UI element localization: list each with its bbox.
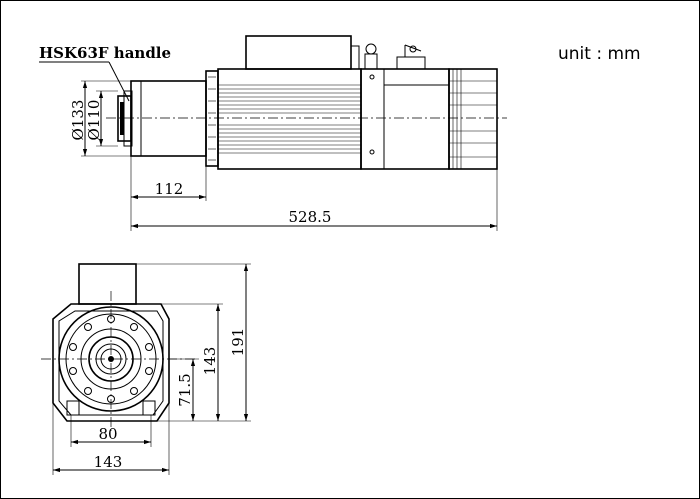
cable-gland-icon [365, 43, 377, 55]
unit-label: unit : mm [558, 44, 641, 64]
dim-base-width: 80 [98, 425, 117, 443]
cooling-fins [218, 84, 361, 154]
dim-height-total: 191 [229, 328, 247, 357]
side-view: HSK63F handle [39, 35, 507, 231]
dim-center-height: 71.5 [176, 373, 194, 406]
fan-cover [448, 68, 498, 170]
front-cap [130, 80, 207, 157]
connector-box [245, 35, 352, 70]
rear-housing [360, 68, 450, 170]
dim-body-width: 143 [94, 453, 123, 471]
front-connector-box [78, 263, 137, 305]
dim-height-body: 143 [201, 347, 219, 376]
handle-leader-line [108, 61, 130, 102]
front-view: 191 143 71.5 80 143 [41, 263, 251, 475]
dim-total-length: 528.5 [289, 208, 332, 226]
dim-dia-inner: Ø110 [85, 100, 103, 141]
motor-body [217, 68, 362, 170]
dim-dia-outer: Ø133 [69, 100, 87, 141]
air-fitting [396, 56, 426, 70]
flange-ring [205, 70, 219, 167]
dim-front-length: 112 [155, 180, 184, 198]
handle-label: HSK63F handle [39, 44, 171, 62]
